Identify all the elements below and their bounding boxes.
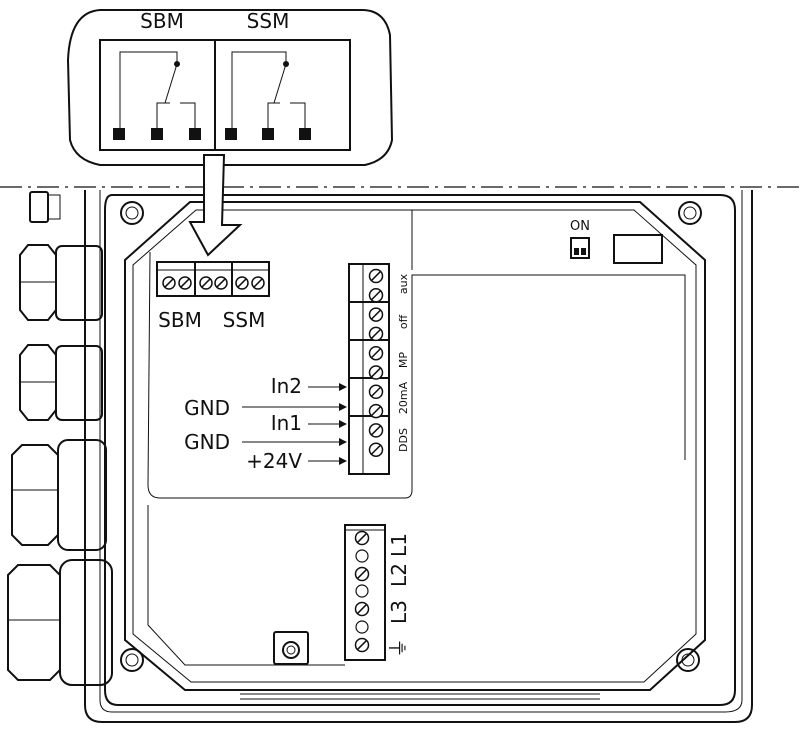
- control-label-aux: aux: [397, 273, 410, 294]
- terminal-slot-icon: [355, 620, 369, 634]
- terminal-screw-icon[interactable]: [354, 530, 370, 546]
- input-arrow-gnd-1: GND: [184, 396, 347, 420]
- terminal-screw-icon[interactable]: [368, 326, 384, 342]
- control-label-dds: DDS: [397, 428, 410, 452]
- power-label-l1: L1: [387, 533, 411, 557]
- dip-switch[interactable]: [570, 237, 590, 259]
- relay-label-sbm: SBM: [158, 308, 202, 332]
- status-display: [613, 234, 663, 264]
- terminal-screw-icon[interactable]: [178, 276, 192, 290]
- terminal-screw-icon[interactable]: [354, 601, 370, 617]
- cable-gland-small: [29, 191, 61, 223]
- power-label-l2: L2: [387, 563, 411, 587]
- terminal-screw-icon[interactable]: [368, 442, 384, 457]
- control-label-mp: MP: [397, 352, 410, 368]
- input-arrow-in1: In1: [271, 411, 347, 435]
- corner-screw-icon: [120, 201, 144, 225]
- relay-terminal-block: [156, 261, 270, 297]
- input-label-gnd-1: GND: [184, 396, 230, 420]
- cable-gland-4: [7, 559, 113, 686]
- control-label-off: off: [397, 314, 410, 329]
- control-terminal-block: [348, 263, 390, 475]
- power-label-l3: L3: [387, 600, 411, 624]
- callout-title-sbm: SBM: [140, 9, 184, 33]
- corner-screw-icon: [120, 648, 144, 672]
- input-arrow-in2: In2: [271, 374, 347, 398]
- cable-gland-3: [11, 439, 107, 551]
- relay-callout-bubble: SBM SSM: [66, 9, 394, 166]
- dip-switch-label: ON: [570, 219, 590, 234]
- corner-screw-icon: [678, 201, 702, 225]
- input-label-24v: +24V: [246, 449, 302, 473]
- input-arrow-gnd-2: GND: [184, 430, 347, 454]
- terminal-slot-icon: [355, 549, 369, 563]
- corner-screw-icon: [676, 648, 700, 672]
- terminal-screw-icon[interactable]: [251, 276, 265, 290]
- terminal-screw-icon[interactable]: [368, 403, 384, 419]
- service-screw-icon: [273, 631, 309, 665]
- terminal-screw-icon[interactable]: [368, 307, 384, 322]
- terminal-slot-icon: [355, 584, 369, 598]
- terminal-screw-icon[interactable]: [368, 268, 384, 284]
- terminal-screw-icon[interactable]: [368, 288, 384, 303]
- terminal-screw-icon[interactable]: [368, 384, 384, 400]
- terminal-screw-icon[interactable]: [354, 566, 370, 582]
- terminal-screw-icon[interactable]: [235, 276, 249, 290]
- pointer-arrow-icon: [188, 154, 243, 257]
- relay-contact-sbm: [113, 51, 201, 140]
- housing: [84, 190, 753, 723]
- callout-title-ssm: SSM: [247, 9, 290, 33]
- terminal-screw-icon[interactable]: [199, 276, 213, 290]
- power-terminal-block: [344, 524, 386, 661]
- input-label-gnd-2: GND: [184, 430, 230, 454]
- terminal-screw-icon[interactable]: [368, 365, 384, 380]
- terminal-screw-icon[interactable]: [368, 423, 384, 438]
- input-label-in2: In2: [271, 374, 302, 398]
- relay-label-ssm: SSM: [223, 308, 266, 332]
- control-label-20ma: 20mA: [397, 381, 410, 414]
- ground-icon: ⏚: [386, 638, 410, 658]
- terminal-screw-icon[interactable]: [368, 345, 384, 361]
- relay-contact-ssm: [225, 51, 311, 140]
- input-arrow-24v: +24V: [246, 449, 347, 473]
- terminal-screw-icon[interactable]: [354, 637, 370, 653]
- cable-gland-2: [19, 344, 103, 421]
- terminal-screw-icon[interactable]: [214, 276, 228, 290]
- terminal-screw-icon[interactable]: [162, 276, 176, 290]
- cable-gland-1: [19, 244, 103, 321]
- circuit-board-outline: [147, 210, 686, 666]
- input-label-in1: In1: [271, 411, 302, 435]
